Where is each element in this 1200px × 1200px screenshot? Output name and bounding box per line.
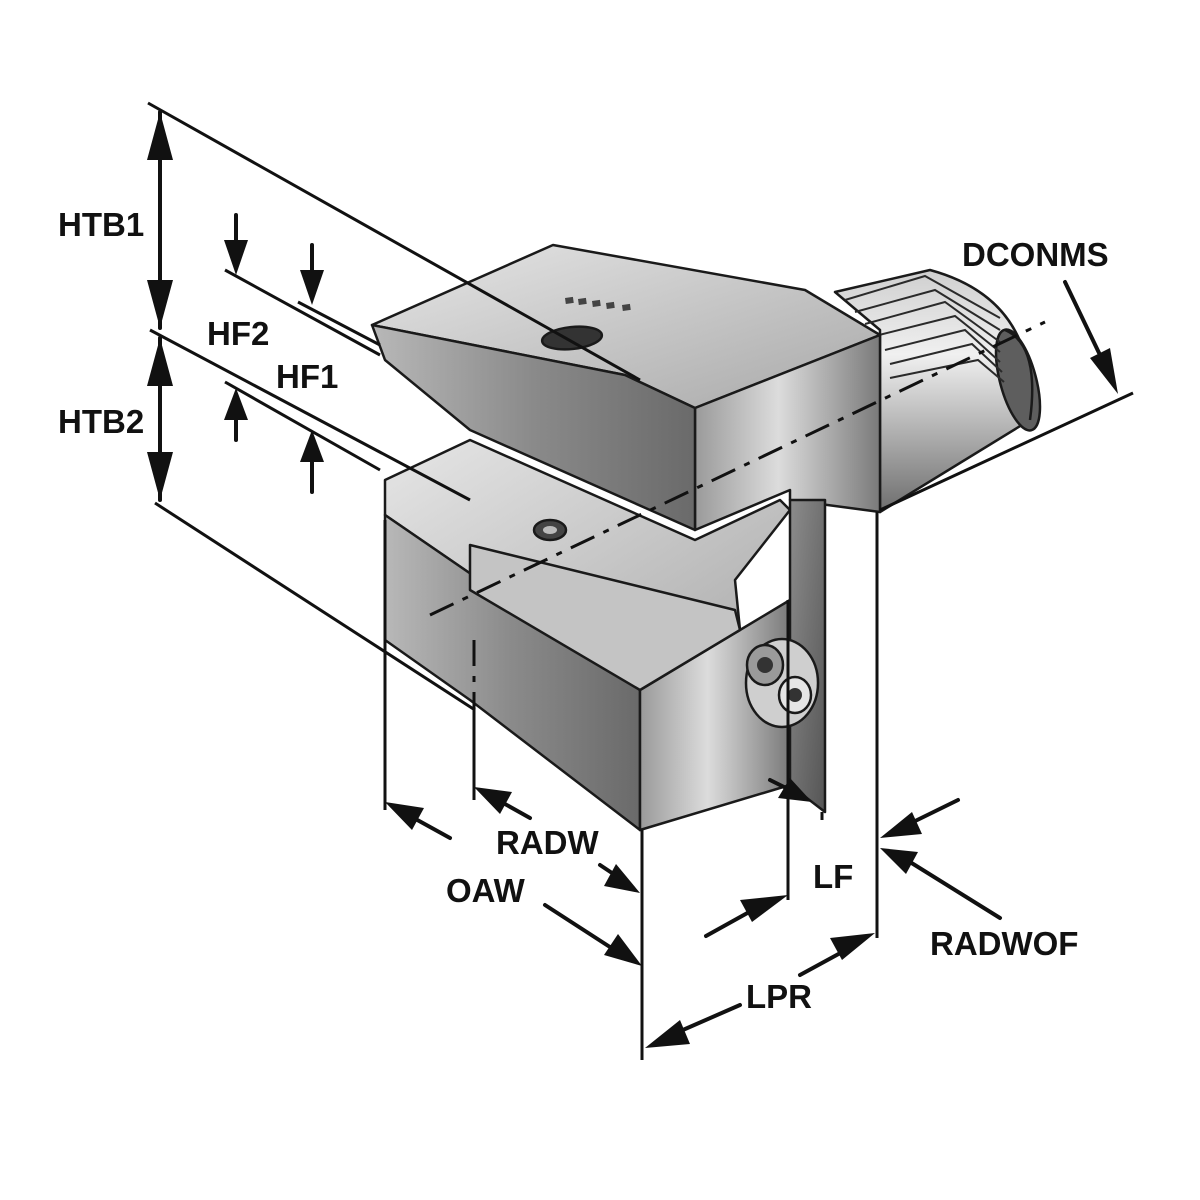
hf-lower-extension — [224, 380, 381, 472]
lf-pillar-arrow — [778, 778, 812, 802]
label-oaw: OAW — [446, 872, 526, 909]
hf2-arrow-bottom — [224, 388, 248, 420]
dconms-arrow — [1090, 348, 1118, 394]
radwof-arrow-top — [880, 812, 922, 838]
body-screw — [532, 518, 568, 542]
dconms-extension — [879, 391, 1134, 512]
radw-arrow-right — [604, 864, 640, 893]
hf1-arrow-top — [300, 270, 324, 305]
htb1-extension-top — [147, 101, 641, 382]
center-axis — [429, 320, 1046, 617]
hf1-extension — [297, 300, 381, 347]
label-lf: LF — [813, 858, 853, 895]
htb1-extension-bottom — [149, 328, 471, 502]
coolant-screws — [744, 637, 820, 729]
radwof-arrow-shaft-bottom — [908, 860, 1002, 920]
label-lpr: LPR — [746, 978, 812, 1015]
dimension-labels: HTB1 HTB2 HF2 HF1 DCONMS RADW OAW LF LPR… — [58, 206, 1109, 1015]
htb2-arrow-bottom — [147, 452, 173, 500]
oaw-arrow-left — [385, 802, 424, 830]
lf-arrow-right — [740, 895, 788, 922]
label-radw: RADW — [496, 824, 599, 861]
hf2-arrow-top — [224, 240, 248, 275]
engraving-marks — [565, 296, 631, 311]
hf1-arrow-bottom — [300, 430, 324, 462]
serration-teeth — [844, 274, 1005, 383]
label-hf2: HF2 — [207, 315, 269, 352]
hf2-extension — [224, 268, 381, 357]
htb2-extension-bottom — [154, 501, 476, 712]
htb1-arrow-top — [147, 112, 173, 160]
label-dconms: DCONMS — [962, 236, 1109, 273]
label-htb2: HTB2 — [58, 403, 144, 440]
toolholder-body — [370, 243, 1042, 832]
radwof-arrow-bottom — [880, 848, 918, 874]
radw-arrow-left — [474, 787, 512, 814]
htb2-arrow-top — [147, 338, 173, 386]
htb1-arrow-bottom — [147, 280, 173, 328]
lpr-arrow-right — [830, 933, 875, 960]
label-hf1: HF1 — [276, 358, 338, 395]
lpr-arrow-left — [645, 1020, 690, 1048]
label-htb1: HTB1 — [58, 206, 144, 243]
oaw-arrow-right — [604, 934, 642, 966]
label-radwof: RADWOF — [930, 925, 1078, 962]
dimension-lines — [147, 101, 1134, 1060]
shank — [833, 268, 1042, 514]
